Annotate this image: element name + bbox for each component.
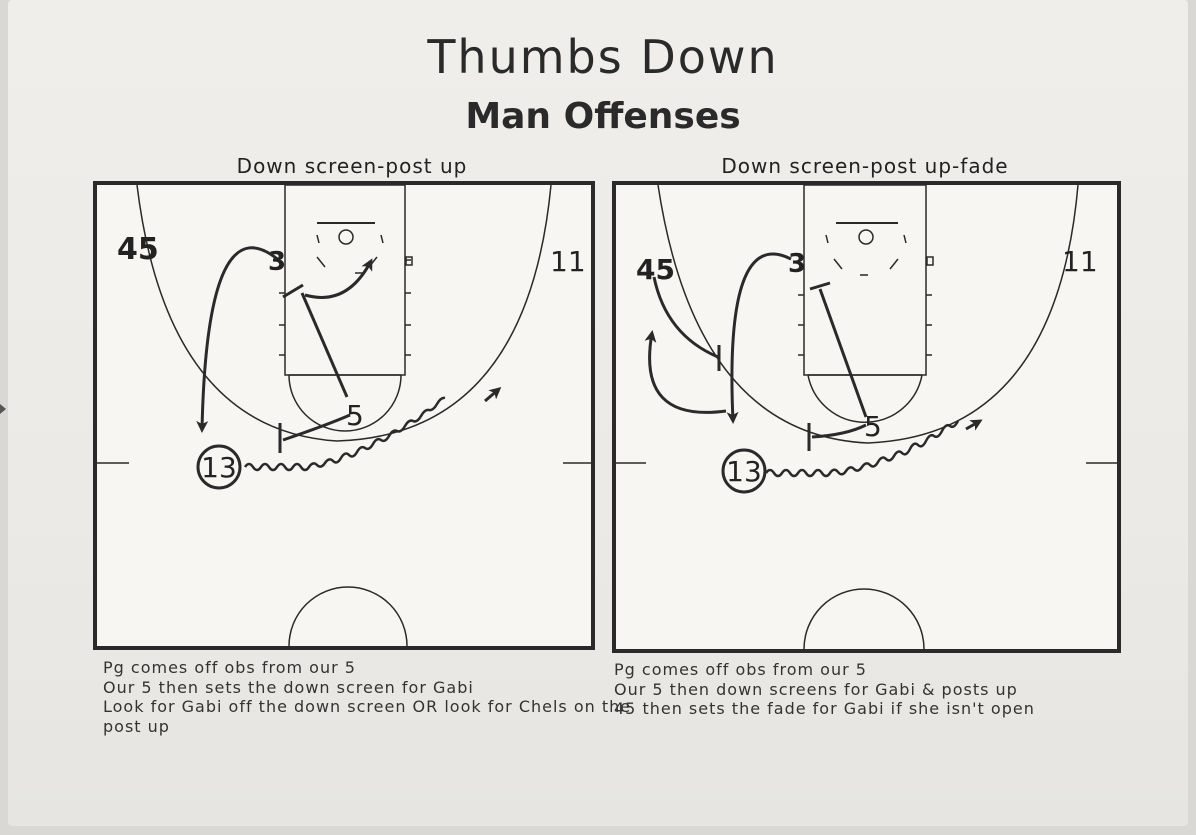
right-pass-line [811,423,867,439]
left-court-lines [97,185,591,646]
left-action-lines [196,246,502,472]
right-fade-arrow [644,330,727,414]
left-note-line: Our 5 then sets the down screen for Gabi [103,677,474,697]
left-dribble-path [243,396,446,472]
play-title: Thumbs Down [427,30,779,84]
left-screen-bar [282,283,304,299]
left-note-line: Pg comes off obs from our 5 [103,658,356,677]
left-player-3: 3 [268,247,287,277]
left-player-5: 5 [346,399,364,432]
left-pass-line [282,413,351,442]
left-note-line: Look for Gabi off the down screen OR loo… [103,697,632,716]
right-player-3: 3 [788,249,807,279]
page-edge-arrow-icon [0,404,6,414]
left-screen-path-line [300,292,349,398]
left-cut-arrow [196,246,284,433]
right-ball-handler-circle [721,448,767,494]
right-player-11: 11 [1062,245,1098,278]
left-curl-arrow [304,258,373,299]
right-court-drawing [616,185,1117,649]
right-player-45: 45 [636,253,675,286]
left-notes: Pg comes off obs from our 5 Our 5 then s… [103,658,631,736]
right-diagram-heading: Down screen-post up-fade [721,154,1009,178]
left-court: 45 3 11 5 13 [93,181,595,650]
right-fade-screen-line [652,276,719,359]
left-player-13: 13 [201,451,237,484]
left-diagram-heading: Down screen-post up [236,154,468,178]
right-court-lines [616,185,1117,649]
right-action-lines [644,252,983,478]
left-ball-handler-circle [196,444,242,490]
right-screen-bar [809,281,831,291]
left-dribble-arrow [484,387,502,403]
play-subtitle: Man Offenses [465,96,741,137]
right-note-line: 45 then sets the fade for Gabi if she is… [614,699,1035,718]
right-player-5: 5 [864,410,882,443]
right-note-line: Pg comes off obs from our 5 [614,660,867,679]
left-note-line: post up [103,716,170,736]
right-cut-arrow [726,252,792,424]
right-dribble-path [764,420,960,478]
right-player-13: 13 [726,455,762,488]
left-court-drawing [97,185,591,646]
right-notes: Pg comes off obs from our 5 Our 5 then d… [614,660,1035,719]
right-court: 45 3 11 5 13 [612,181,1121,653]
left-player-45: 45 [117,232,159,267]
left-player-11: 11 [550,245,586,278]
right-note-line: Our 5 then down screens for Gabi & posts… [614,679,1018,699]
right-dribble-arrow [965,419,983,431]
right-screen-path-line [818,288,868,418]
